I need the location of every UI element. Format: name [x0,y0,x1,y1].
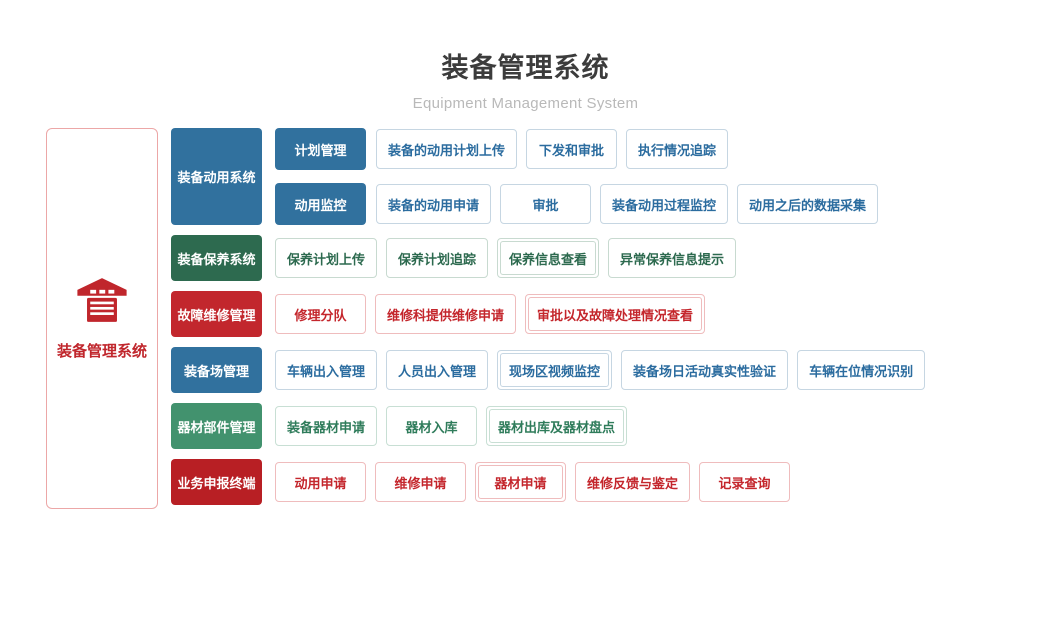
module-items: 保养计划上传保养计划追踪保养信息查看异常保养信息提示 [275,238,737,278]
module-item: 装备的动用计划上传 [376,129,518,169]
page-title: 装备管理系统 [441,53,610,83]
submodule-header: 计划管理 [275,128,366,170]
module-item: 器材入库 [386,406,478,446]
module-item: 装备场日活动真实性验证 [621,350,789,390]
module-item: 异常保养信息提示 [608,238,737,278]
module-item: 审批以及故障处理情况查看 [525,294,706,334]
module-item: 现场区视频监控 [497,350,613,390]
diagram-layout: 装备管理系统 装备动用系统计划管理装备的动用计划上传下发和审批执行情况追踪动用监… [46,128,926,509]
module-group-business-terminal: 业务申报终端动用申请维修申请器材申请维修反馈与鉴定记录查询 [171,459,925,505]
module-item: 保养计划追踪 [386,238,489,278]
module-item: 器材出库及器材盘点 [486,406,628,446]
module-header-fault-repair: 故障维修管理 [171,291,262,337]
module-tree: 装备动用系统计划管理装备的动用计划上传下发和审批执行情况追踪动用监控装备的动用申… [171,128,926,505]
submodule-rows: 计划管理装备的动用计划上传下发和审批执行情况追踪动用监控装备的动用申请审批装备动… [275,128,879,225]
submodule-header: 动用监控 [275,183,366,225]
module-item: 维修科提供维修申请 [375,294,517,334]
module-items: 装备的动用计划上传下发和审批执行情况追踪 [376,129,729,169]
module-item: 保养计划上传 [275,238,378,278]
module-header-equipment-maintenance: 装备保养系统 [171,235,262,281]
module-item: 车辆出入管理 [275,350,378,390]
module-group-equipment-maintenance: 装备保养系统保养计划上传保养计划追踪保养信息查看异常保养信息提示 [171,235,925,281]
root-node-label: 装备管理系统 [56,342,147,360]
submodule-row: 计划管理装备的动用计划上传下发和审批执行情况追踪 [275,128,878,170]
warehouse-icon [75,277,129,328]
module-item: 保养信息查看 [497,238,600,278]
module-header-equipment-yard: 装备场管理 [171,347,262,393]
module-item: 审批 [500,184,592,224]
module-items: 修理分队维修科提供维修申请审批以及故障处理情况查看 [275,294,706,334]
module-item: 动用之后的数据采集 [737,184,879,224]
module-item: 装备的动用申请 [376,184,492,224]
module-group-fault-repair: 故障维修管理修理分队维修科提供维修申请审批以及故障处理情况查看 [171,291,925,337]
module-item: 修理分队 [275,294,366,334]
module-items: 装备的动用申请审批装备动用过程监控动用之后的数据采集 [376,184,879,224]
page-header: 装备管理系统 Equipment Management System [0,0,1051,112]
submodule-row: 动用监控装备的动用申请审批装备动用过程监控动用之后的数据采集 [275,183,879,225]
module-header-business-terminal: 业务申报终端 [171,459,262,505]
module-items: 车辆出入管理人员出入管理现场区视频监控装备场日活动真实性验证车辆在位情况识别 [275,350,926,390]
module-items: 动用申请维修申请器材申请维修反馈与鉴定记录查询 [275,462,791,502]
module-items: 装备器材申请器材入库器材出库及器材盘点 [275,406,628,446]
module-item: 装备器材申请 [275,406,378,446]
module-header-materials-parts: 器材部件管理 [171,403,262,449]
module-item: 车辆在位情况识别 [797,350,926,390]
module-item: 器材申请 [475,462,566,502]
module-group-materials-parts: 器材部件管理装备器材申请器材入库器材出库及器材盘点 [171,403,925,449]
module-item: 维修申请 [375,462,466,502]
module-item: 下发和审批 [526,129,618,169]
module-item: 动用申请 [275,462,366,502]
module-header-equipment-mobilization: 装备动用系统 [171,128,262,225]
module-item: 执行情况追踪 [626,129,729,169]
page-subtitle: Equipment Management System [412,95,639,112]
root-node: 装备管理系统 [46,128,158,509]
module-group-equipment-yard: 装备场管理车辆出入管理人员出入管理现场区视频监控装备场日活动真实性验证车辆在位情… [171,347,926,393]
module-group-equipment-mobilization: 装备动用系统计划管理装备的动用计划上传下发和审批执行情况追踪动用监控装备的动用申… [171,128,925,225]
module-item: 人员出入管理 [386,350,489,390]
module-item: 记录查询 [699,462,791,502]
module-item: 装备动用过程监控 [600,184,729,224]
module-item: 维修反馈与鉴定 [575,462,691,502]
